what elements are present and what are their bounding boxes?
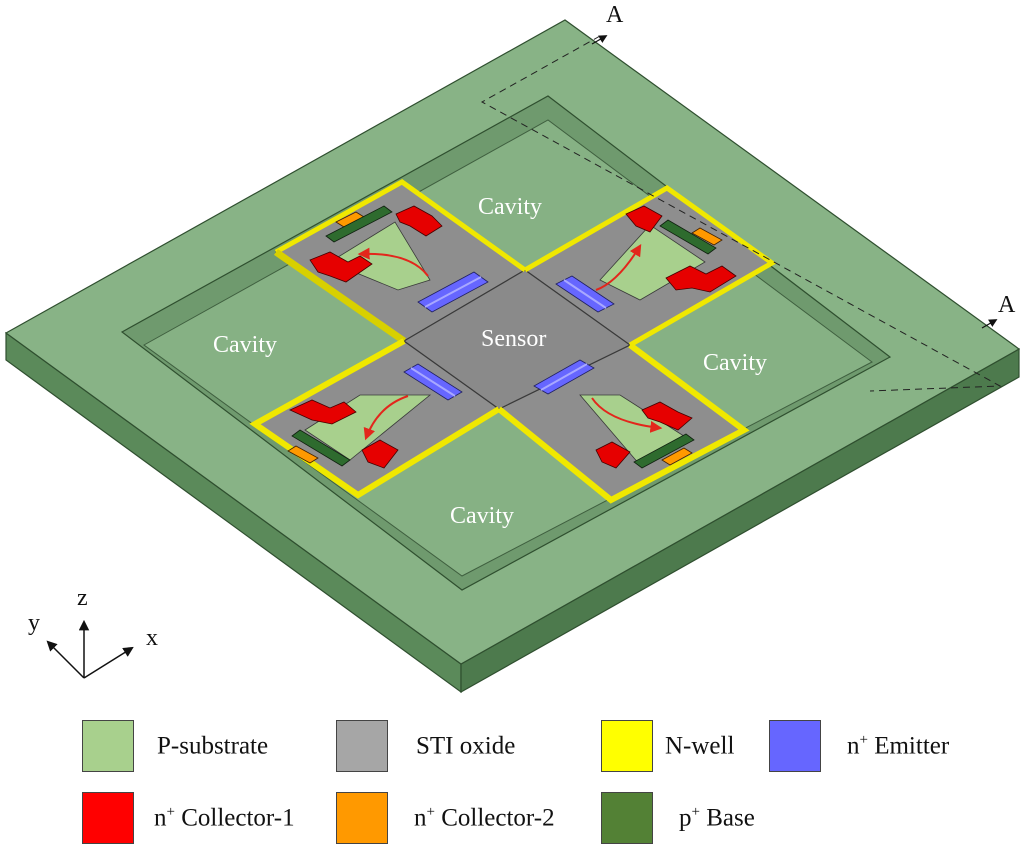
base-bl: [291, 429, 351, 467]
legend-swatch: [601, 792, 653, 844]
axis-x-label: x: [146, 625, 158, 651]
legend-swatch: [82, 720, 134, 772]
current-arrow-br: [591, 397, 663, 433]
legend-label: N-well: [665, 732, 735, 760]
section-arrow-top: [591, 35, 608, 45]
base-br: [633, 433, 695, 469]
legend-item-n-collector-2: n+ Collector-2: [336, 790, 555, 846]
collector1-br-b: [641, 401, 693, 431]
cavity-label-top: Cavity: [478, 194, 542, 220]
axis-z-label: z: [77, 585, 88, 611]
legend-label: n+ Emitter: [847, 732, 950, 760]
axis-x: [83, 646, 134, 679]
base-tl: [325, 205, 393, 243]
collector2-bl: [287, 445, 319, 464]
legend-swatch: [336, 792, 388, 844]
nwell-edge-top-left-2: [274, 249, 406, 344]
collector1-tl-a: [309, 251, 373, 283]
legend-label: p+ Base: [679, 804, 755, 832]
cavity-label-left: Cavity: [213, 332, 277, 358]
section-arrow-right: [981, 319, 998, 329]
legend: P-substrate STI oxide N-well n+ Emitter …: [0, 700, 1025, 848]
collector1-bl-b: [361, 439, 399, 469]
collector1-bl-a: [289, 399, 357, 425]
current-arrow-tr: [595, 243, 642, 291]
legend-label: STI oxide: [416, 732, 516, 760]
cavity-label-right: Cavity: [703, 350, 767, 376]
section-mark-a1: A: [606, 2, 624, 28]
emitter-bl-stripe: [410, 367, 456, 397]
legend-swatch: [769, 720, 821, 772]
emitter-tl-stripe: [424, 276, 482, 308]
legend-swatch: [336, 720, 388, 772]
legend-label: n+ Collector-2: [414, 804, 555, 832]
collector2-tr: [691, 227, 723, 246]
collector1-br-a: [595, 441, 631, 469]
legend-item-n-collector-1: n+ Collector-1: [82, 790, 295, 846]
section-mark-a2: A: [998, 292, 1016, 318]
sensor-label: Sensor: [481, 326, 546, 352]
nwell-edge-top-left: [274, 179, 527, 273]
current-arrow-tl: [357, 247, 429, 277]
nwell-edge-bottom-right: [497, 342, 750, 504]
emitter-tr-stripe: [563, 279, 607, 309]
legend-item-p-base: p+ Base: [601, 790, 755, 846]
collector1-tr-b: [665, 265, 737, 293]
legend-item-n-well: N-well: [601, 718, 734, 774]
collector2-br: [661, 447, 693, 466]
collector1-tr-a: [625, 205, 663, 233]
nwell-edge-top-right: [523, 185, 777, 348]
cavity-label-bottom: Cavity: [450, 503, 514, 529]
arm-tl-psub: [329, 221, 431, 291]
legend-swatch: [82, 792, 134, 844]
base-tr: [659, 219, 717, 255]
collector1-tl-b: [395, 205, 443, 237]
current-arrow-bl: [363, 395, 409, 441]
arm-tr-psub: [599, 224, 706, 301]
legend-item-p-substrate: P-substrate: [82, 718, 268, 774]
axis-y-label: y: [28, 610, 40, 636]
legend-item-sti-oxide: STI oxide: [336, 718, 515, 774]
legend-item-n-emitter: n+ Emitter: [769, 718, 949, 774]
legend-swatch: [601, 720, 653, 772]
emitter-br-stripe: [540, 363, 588, 391]
legend-label: P-substrate: [157, 732, 269, 760]
legend-label: n+ Collector-1: [154, 804, 295, 832]
axis-y: [46, 640, 85, 679]
